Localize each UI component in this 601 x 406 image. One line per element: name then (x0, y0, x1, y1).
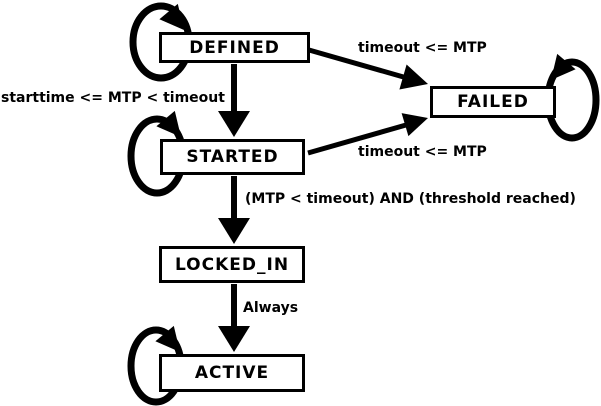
transition-started-lockedin-arrow (218, 176, 250, 244)
state-failed: FAILED (430, 86, 556, 118)
arrowhead-icon (551, 53, 576, 80)
state-locked-in: LOCKED_IN (159, 246, 305, 283)
arrowhead-icon (218, 111, 250, 137)
state-started-label: STARTED (186, 147, 279, 167)
transition-defined-failed-arrow (308, 47, 428, 90)
state-defined-label: DEFINED (189, 37, 280, 58)
arrowhead-icon (399, 64, 428, 90)
edge-line (308, 47, 408, 81)
edge-line (307, 122, 407, 156)
arrowhead-icon (218, 326, 250, 352)
arrowhead-icon (218, 218, 250, 244)
transition-label-lockedin-active: Always (243, 300, 299, 316)
state-locked-in-label: LOCKED_IN (174, 254, 290, 275)
arrowhead-icon (159, 3, 184, 31)
transition-defined-started-arrow (218, 64, 250, 137)
transition-label-defined-failed: timeout <= MTP (358, 40, 487, 56)
state-failed-label: FAILED (457, 92, 529, 112)
arrowhead-icon (155, 325, 180, 352)
transition-started-failed-arrow (307, 113, 428, 156)
transition-label-started-lockedin: (MTP < timeout) AND (threshold reached) (245, 191, 576, 207)
state-started: STARTED (160, 139, 305, 175)
arrowhead-icon (156, 110, 181, 137)
state-active-label: ACTIVE (194, 363, 270, 383)
transition-label-defined-started: starttime <= MTP < timeout (1, 90, 225, 106)
transition-lockedin-active-arrow (218, 284, 250, 352)
arrowhead-icon (401, 113, 428, 137)
state-defined: DEFINED (159, 32, 310, 63)
state-active: ACTIVE (159, 354, 305, 392)
transition-label-started-failed: timeout <= MTP (358, 144, 487, 160)
